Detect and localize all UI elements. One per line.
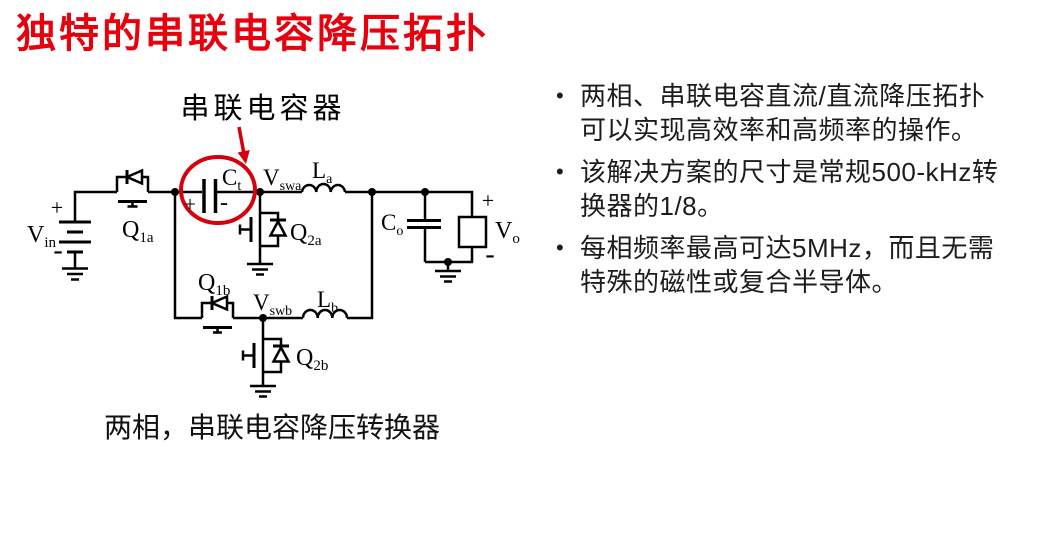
ct-plus-sign: + <box>184 192 196 216</box>
mosfet-q2b <box>241 337 291 374</box>
ground-q2b <box>250 384 276 398</box>
wires <box>73 190 474 386</box>
capacitor-ct <box>202 179 218 213</box>
bullet-line: 可以实现高效率和高频率的操作。 <box>580 115 978 145</box>
bullet-text: 两相、串联电容直流/直流降压拓扑可以实现高效率和高频率的操作。 <box>580 79 985 147</box>
node-dots <box>171 188 452 322</box>
label-q1a: Q1a <box>122 217 154 246</box>
mosfet-q1a <box>115 168 150 208</box>
bullet-marker: • <box>556 235 564 260</box>
callout-label: 串联电容器 <box>180 92 345 125</box>
bullet-item: • 该解决方案的尺寸是常规500-kHz转换器的1/8。 <box>556 155 1036 223</box>
bullet-item: • 两相、串联电容直流/直流降压拓扑可以实现高效率和高频率的操作。 <box>556 79 1036 147</box>
inductor-lb <box>301 308 349 319</box>
bullet-text: 每相频率最高可达5MHz，而且无需特殊的磁性或复合半导体。 <box>580 231 994 299</box>
bullet-item: • 每相频率最高可达5MHz，而且无需特殊的磁性或复合半导体。 <box>556 231 1036 299</box>
label-lb: Lb <box>317 287 338 316</box>
label-q2b: Q2b <box>296 345 328 374</box>
battery-minus-sign: - <box>53 235 62 266</box>
callout-arrow <box>237 126 250 164</box>
slide-title: 独特的串联电容降压拓扑 <box>16 11 489 56</box>
diagram-caption: 两相，串联电容降压转换器 <box>104 413 441 444</box>
inductor-la <box>300 182 347 193</box>
label-vswa: Vswa <box>263 165 302 194</box>
ground-output <box>435 269 461 283</box>
vo-minus-sign: - <box>485 239 494 270</box>
load-vo <box>457 215 488 249</box>
vo-plus-sign: + <box>482 188 494 213</box>
bullet-line: 每相频率最高可达5MHz，而且无需 <box>580 233 995 263</box>
bullet-text: 该解决方案的尺寸是常规500-kHz转换器的1/8。 <box>580 155 998 223</box>
bullet-line: 该解决方案的尺寸是常规500-kHz转 <box>580 157 999 187</box>
bullet-marker: • <box>556 83 564 108</box>
bullet-line: 特殊的磁性或复合半导体。 <box>580 267 899 297</box>
label-co: Co <box>381 210 403 239</box>
circuit-diagram: 串联电容器 Vin + - Q1a Ct + - Vswa La Q2a Q1b… <box>0 85 530 425</box>
mosfet-q2a <box>238 211 288 248</box>
ground-q2a <box>247 262 273 276</box>
label-vo: Vo <box>495 218 520 247</box>
circuit-svg: 串联电容器 Vin + - Q1a Ct + - Vswa La Q2a Q1b… <box>27 92 520 398</box>
label-q1b: Q1b <box>198 270 230 299</box>
label-la: La <box>312 158 333 187</box>
bullet-line: 换器的1/8。 <box>580 191 724 221</box>
ground-vin <box>62 267 88 281</box>
battery-plus-sign: + <box>51 195 63 220</box>
mosfet-q1b <box>200 294 235 334</box>
bullet-marker: • <box>556 159 564 184</box>
series-cap-highlight-circle <box>179 155 257 225</box>
capacitor-co <box>407 219 441 229</box>
label-vswb: Vswb <box>253 290 292 319</box>
battery-vin <box>59 220 91 254</box>
ct-minus-sign: - <box>220 190 228 216</box>
label-ct: Ct <box>222 165 241 194</box>
label-vin: Vin <box>27 222 57 251</box>
bullet-list: • 两相、串联电容直流/直流降压拓扑可以实现高效率和高频率的操作。 • 该解决方案的尺… <box>556 79 1036 307</box>
label-q2a: Q2a <box>290 220 322 249</box>
bullet-line: 两相、串联电容直流/直流降压拓扑 <box>580 81 986 111</box>
